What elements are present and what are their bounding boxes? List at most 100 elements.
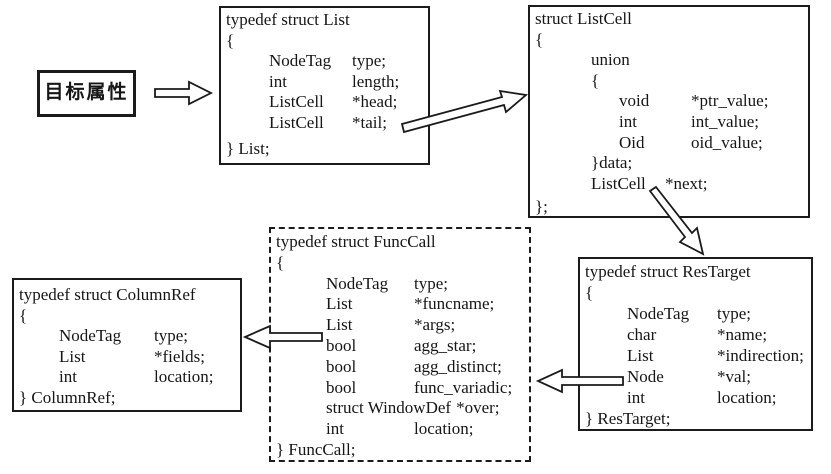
struct-member-row: ListCell *next;	[591, 174, 804, 195]
member-type: ListCell	[269, 112, 324, 132]
open-brace: {	[276, 252, 285, 272]
member-name: *over;	[456, 398, 500, 418]
struct-member-row: List *indirection;	[627, 345, 807, 366]
member-name: *head;	[352, 92, 398, 111]
member-type: List	[326, 315, 353, 335]
close-line: } ResTarget;	[585, 409, 671, 428]
struct-members: NodeTag type; List *fields; int location…	[59, 326, 236, 388]
member-name: type;	[352, 51, 386, 70]
restarget-struct-box: typedef struct ResTarget { NodeTag type;…	[578, 257, 813, 431]
member-type: NodeTag	[627, 304, 690, 323]
member-name: *val;	[717, 367, 751, 386]
member-name: *ptr_value;	[691, 91, 769, 111]
struct-member-row: int int_value;	[619, 112, 804, 133]
member-type: void	[619, 91, 650, 111]
struct-member-row: bool agg_star;	[326, 336, 525, 357]
listcell-struct-box: struct ListCell { union { void *ptr_valu…	[528, 5, 810, 218]
member-type: List	[627, 346, 654, 365]
member-type: ListCell	[269, 92, 324, 111]
struct-title: typedef struct ColumnRef	[19, 285, 196, 304]
member-type: int	[619, 111, 637, 131]
member-type: int	[59, 367, 77, 386]
struct-member-row: int location;	[326, 419, 525, 440]
member-name: *next;	[665, 173, 708, 193]
member-type: bool	[326, 335, 357, 355]
list-struct-box: typedef struct List { NodeTag type; int …	[219, 6, 430, 165]
struct-member-row: List *funcname;	[326, 294, 525, 315]
open-brace: {	[19, 305, 28, 325]
member-type: char	[627, 325, 657, 344]
member-name: length;	[352, 71, 400, 91]
struct-member-row: Oid oid_value;	[619, 133, 804, 154]
member-type: struct WindowDef	[326, 398, 452, 418]
member-type: bool	[326, 377, 357, 397]
union-close-line: }data;	[591, 153, 633, 173]
struct-member-row: ListCell *head;	[269, 92, 424, 113]
member-type: ListCell	[591, 173, 646, 193]
member-name: *tail;	[352, 112, 387, 132]
member-name: oid_value;	[691, 132, 763, 152]
member-type: NodeTag	[59, 326, 122, 345]
struct-member-row: NodeTag type;	[627, 303, 807, 324]
struct-member-row: NodeTag type;	[269, 51, 424, 72]
member-type: Oid	[619, 132, 645, 152]
struct-members: NodeTag type; int length; ListCell *head…	[269, 51, 424, 133]
member-type: bool	[326, 356, 357, 376]
columnref-struct-box: typedef struct ColumnRef { NodeTag type;…	[12, 278, 242, 412]
target-attribute-label: 目标属性	[44, 82, 129, 104]
struct-members: NodeTag type; char *name; List *indirect…	[627, 303, 807, 408]
member-type: int	[326, 419, 344, 439]
member-name: func_variadic;	[414, 377, 513, 397]
struct-title: struct ListCell	[535, 9, 632, 28]
struct-member-row: ListCell *tail;	[269, 113, 424, 134]
member-name: agg_distinct;	[414, 356, 502, 376]
struct-member-row: struct WindowDef *over;	[326, 398, 525, 419]
member-name: location;	[717, 388, 777, 407]
funccall-struct-box: typedef struct FuncCall { NodeTag type; …	[269, 227, 531, 462]
member-type: List	[326, 294, 353, 314]
member-name: location;	[414, 419, 474, 439]
struct-member-row: int location;	[627, 387, 807, 408]
member-type: Node	[627, 367, 664, 386]
member-type: int	[627, 388, 645, 407]
struct-member-row: bool func_variadic;	[326, 378, 525, 399]
member-name: *name;	[717, 325, 768, 344]
struct-member-row: NodeTag type;	[326, 274, 525, 295]
member-type: NodeTag	[326, 273, 389, 293]
close-line: } ColumnRef;	[19, 387, 116, 407]
member-name: location;	[154, 367, 214, 386]
member-name: agg_star;	[414, 335, 477, 355]
target-attribute-box: 目标属性	[37, 70, 136, 117]
struct-title: typedef struct ResTarget	[585, 262, 751, 281]
struct-member-row: int location;	[59, 367, 236, 388]
struct-member-row: List *fields;	[59, 347, 236, 368]
struct-member-row: void *ptr_value;	[619, 91, 804, 112]
member-name: *indirection;	[717, 346, 804, 365]
struct-title: typedef struct FuncCall	[276, 232, 436, 251]
member-name: *args;	[414, 315, 456, 335]
struct-member-row: Node *val;	[627, 366, 807, 387]
member-name: *funcname;	[414, 294, 495, 314]
struct-members: NodeTag type; List *funcname; List *args…	[326, 274, 525, 440]
member-name: int_value;	[691, 111, 759, 131]
close-line: } List;	[226, 139, 270, 158]
member-type: List	[59, 346, 86, 366]
member-name: type;	[154, 326, 188, 345]
close-line: };	[535, 197, 548, 217]
open-brace: {	[226, 30, 235, 50]
member-type: int	[269, 71, 287, 91]
close-line: } FuncCall;	[276, 439, 356, 459]
struct-member-row: int length;	[269, 72, 424, 93]
member-name: *fields;	[154, 346, 205, 366]
struct-member-row: NodeTag type;	[59, 326, 236, 347]
struct-member-row: bool agg_distinct;	[326, 357, 525, 378]
struct-member-row: List *args;	[326, 315, 525, 336]
struct-title: typedef struct List	[226, 10, 350, 29]
member-type: NodeTag	[269, 51, 332, 70]
member-name: type;	[414, 273, 448, 293]
union-keyword: union	[591, 50, 630, 70]
open-brace: {	[585, 283, 594, 302]
arrow-target-to-list-icon	[154, 80, 214, 106]
struct-member-row: char *name;	[627, 324, 807, 345]
